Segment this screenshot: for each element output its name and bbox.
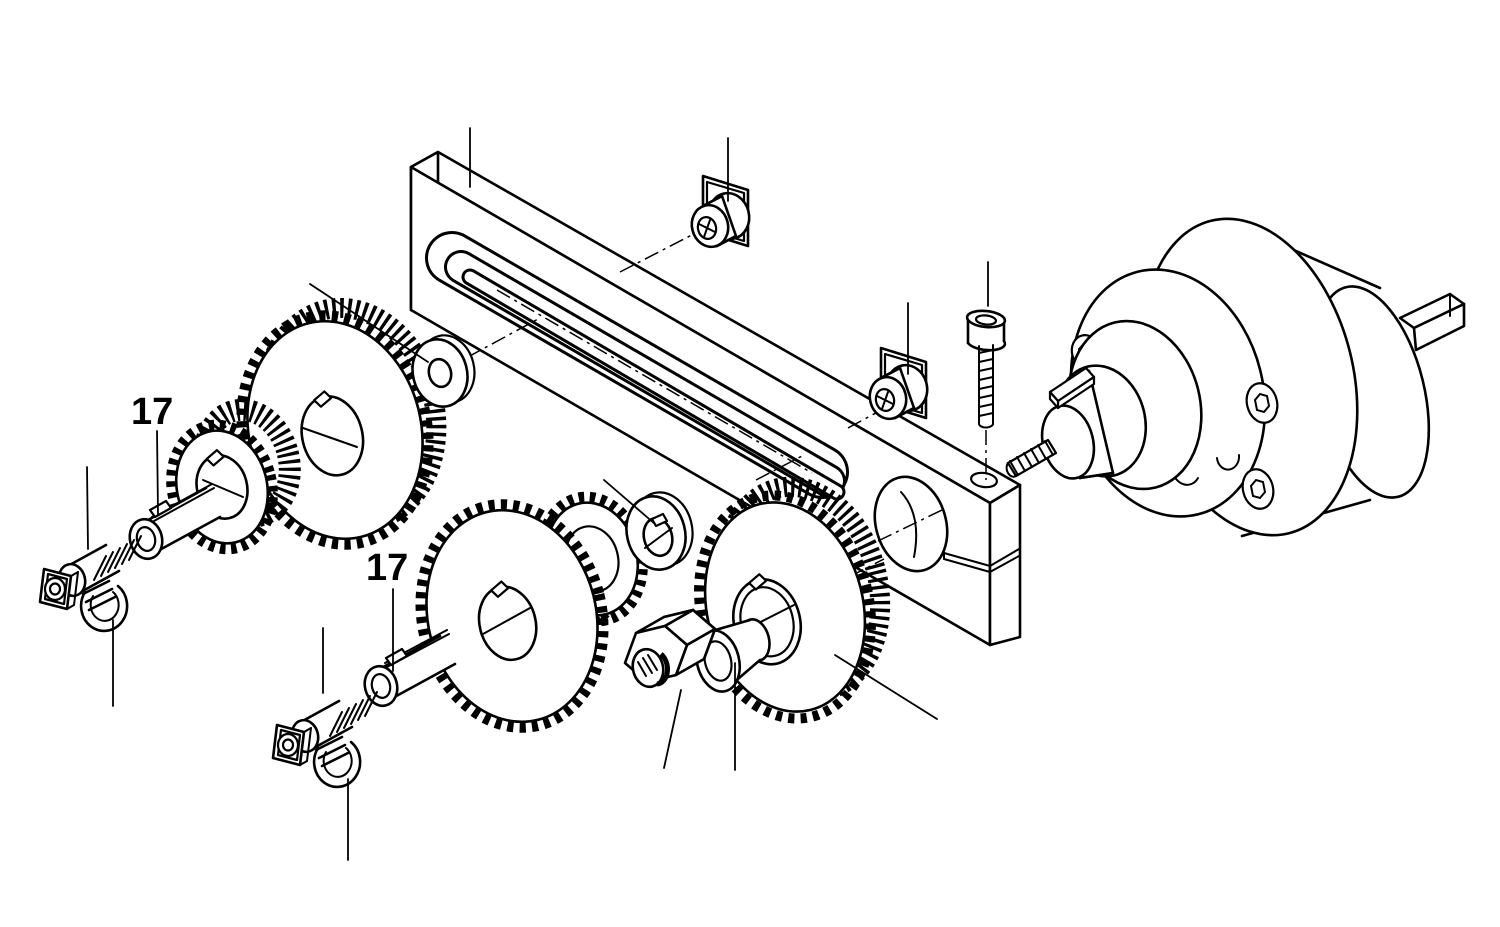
clamp-bore-wall [900,491,918,558]
bar-slot [425,231,849,501]
shaft-bushing [694,618,771,693]
spring-coil [93,535,142,581]
bar-right-face [988,483,1022,647]
motor-rear-square-shaft [1398,292,1466,352]
screw-with-spring-2 [271,691,378,789]
keyed-washer [625,491,694,571]
socket-head-cap-screw [965,309,1007,429]
keyway-notch [748,573,768,591]
part-label-17-b: 17 [366,547,408,589]
motor-shaft-threaded-stud [1005,438,1058,478]
t-slot-nut-2 [868,346,929,421]
t-slot-nut-1 [690,174,751,249]
screw-square-head [38,567,79,611]
bar-clamp-split [943,548,1020,573]
part-label-17-a: 17 [131,391,173,433]
clamp-bore [873,475,949,573]
spacer-washer [411,334,476,408]
gear-motor [1005,217,1466,538]
hidden-hole-arc [1216,454,1241,471]
leader-screw-1 [86,466,89,550]
washer-bore [427,357,453,389]
keyway-notch [313,390,333,408]
sleeve-bore [135,526,157,552]
leader-washer [309,283,429,363]
keyway-notch [205,449,225,467]
clamp-sleeve-1 [128,483,222,561]
sleeve-key-tab [384,647,409,667]
clamp-screw-hole [969,471,999,489]
bushing-bore [703,640,733,682]
sleeve-key-tab [148,499,173,519]
slot-centerline [496,289,813,474]
leader-keyed-washer [603,479,656,525]
leader-hex-nut [663,689,682,769]
leader-gear-2 [834,654,938,720]
screw-threaded-shank [978,344,995,429]
double-gear [415,491,648,733]
motor-shaft-key [1048,366,1096,410]
screw-with-spring-1 [38,535,142,633]
leader-label17-1 [156,430,159,515]
clamp-sleeve-2 [363,629,457,708]
hex-socket-icon [974,314,998,326]
hex-socket-screw-icon [1245,382,1279,424]
e-clip-2 [312,735,362,789]
screw-square-head [271,723,312,767]
keyway-notch [490,580,510,598]
spring-coil [329,691,378,737]
hex-nut [623,608,717,689]
leader-lines [86,127,989,861]
e-clip-1 [79,579,129,633]
hex-socket-screw-icon [1241,468,1275,510]
